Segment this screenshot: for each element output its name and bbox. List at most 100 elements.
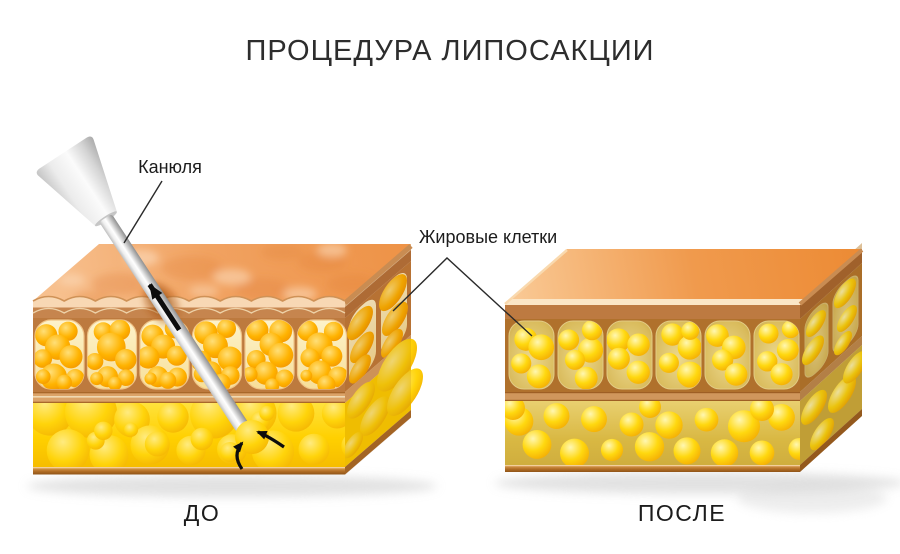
fat-ball bbox=[558, 329, 580, 351]
after-fat-cells-layer bbox=[508, 320, 800, 390]
fat-ball bbox=[770, 363, 793, 386]
before-fat-cells-layer bbox=[34, 319, 348, 390]
fat-ball bbox=[347, 381, 375, 419]
suction-direction-arrow bbox=[147, 283, 182, 332]
fat-ball bbox=[140, 346, 160, 369]
fat-ball bbox=[768, 403, 795, 431]
annotations: ПРОЦЕДУРА ЛИПОСАКЦИИ Канюля Жировые клет… bbox=[123, 35, 726, 526]
fat-ball bbox=[275, 369, 294, 388]
fat-cells-leader-line bbox=[392, 257, 533, 337]
side-dermis bbox=[345, 250, 411, 318]
fat-ball bbox=[673, 437, 701, 465]
fat-ball bbox=[834, 278, 856, 309]
fat-ball bbox=[837, 305, 857, 333]
fat-ball bbox=[560, 438, 589, 465]
epidermis-wavy-band bbox=[33, 296, 345, 308]
side-divider bbox=[800, 335, 862, 401]
after-front-face bbox=[505, 305, 800, 472]
fat-ball bbox=[317, 375, 336, 389]
fat-ball bbox=[382, 301, 408, 337]
fat-ball bbox=[144, 372, 157, 385]
before-block bbox=[32, 244, 423, 475]
fat-ball bbox=[757, 351, 778, 372]
fat-ball bbox=[526, 364, 551, 389]
after-skin-top bbox=[505, 249, 862, 305]
agitation-arrow bbox=[256, 430, 285, 449]
side-cell-balls bbox=[347, 274, 408, 384]
fat-ball bbox=[144, 431, 170, 457]
fat-ball bbox=[581, 406, 607, 433]
bottom-band-highlight bbox=[505, 465, 800, 467]
fat-ball bbox=[350, 331, 374, 364]
after-deep-fat-balls bbox=[505, 401, 800, 465]
fat-ball bbox=[677, 361, 701, 388]
fat-ball bbox=[117, 369, 135, 387]
bottom-band-highlight bbox=[33, 467, 345, 469]
fat-ball bbox=[245, 366, 258, 382]
fat-ball bbox=[581, 321, 603, 341]
divider-highlight bbox=[33, 396, 345, 398]
fat-ball bbox=[574, 366, 598, 389]
fat-ball bbox=[788, 437, 800, 461]
fat-ball bbox=[381, 328, 403, 358]
fat-ball bbox=[341, 436, 345, 456]
fat-cell-balls bbox=[87, 320, 137, 389]
fat-ball bbox=[124, 422, 139, 437]
fat-ball bbox=[87, 352, 104, 371]
side-cell-balls bbox=[802, 278, 857, 366]
fat-ball bbox=[159, 372, 177, 389]
fat-cell-balls bbox=[607, 328, 650, 384]
bottom-band bbox=[33, 467, 345, 475]
cannula-label: Канюля bbox=[138, 157, 202, 177]
fat-cell-balls bbox=[706, 324, 748, 386]
fat-cell-balls bbox=[511, 327, 554, 389]
divider-edge bbox=[505, 392, 800, 394]
fat-ball bbox=[810, 417, 834, 451]
fat-ball bbox=[377, 338, 417, 392]
cannula-leader-line bbox=[123, 180, 163, 244]
fat-ball bbox=[677, 335, 701, 360]
fat-ball bbox=[387, 368, 423, 416]
fat-ball bbox=[259, 405, 275, 421]
fat-ball bbox=[712, 349, 734, 371]
fat-ball bbox=[626, 360, 650, 384]
fat-ball bbox=[300, 369, 313, 382]
agitation-arrow bbox=[233, 441, 244, 470]
fat-cell-balls bbox=[757, 321, 799, 386]
fat-ball bbox=[217, 346, 242, 372]
fat-ball bbox=[59, 345, 83, 369]
fat-ball bbox=[522, 430, 552, 459]
fat-ball bbox=[543, 403, 570, 430]
fat-ball bbox=[505, 401, 525, 420]
fat-ball bbox=[607, 328, 631, 353]
fat-ball bbox=[56, 374, 72, 389]
page-title: ПРОЦЕДУРА ЛИПОСАКЦИИ bbox=[245, 35, 654, 67]
dermis-band bbox=[505, 305, 800, 319]
top-edge-border bbox=[798, 248, 864, 306]
fat-ball bbox=[806, 310, 826, 338]
side-bottom-band bbox=[345, 410, 411, 475]
side-deep-balls bbox=[343, 338, 423, 459]
fat-ball bbox=[217, 320, 237, 339]
fat-ball bbox=[600, 438, 624, 462]
cannula bbox=[36, 136, 248, 431]
fat-cell-balls bbox=[558, 321, 603, 389]
fat-ball bbox=[834, 331, 852, 356]
fat-ball bbox=[658, 352, 679, 373]
fat-ball bbox=[347, 305, 373, 341]
divider-edge bbox=[505, 399, 800, 401]
fat-ball bbox=[776, 339, 799, 361]
fat-ball bbox=[265, 378, 280, 389]
before-caption: ДО bbox=[184, 500, 220, 526]
fat-cell-balls bbox=[297, 320, 347, 389]
fat-cell-balls bbox=[245, 320, 294, 389]
fat-ball bbox=[828, 375, 856, 413]
fat-ball bbox=[724, 363, 748, 386]
after-caption: ПОСЛЕ bbox=[638, 500, 726, 526]
after-block bbox=[504, 242, 864, 472]
side-deep-balls bbox=[801, 351, 862, 451]
fat-ball bbox=[710, 439, 739, 465]
side-shading bbox=[800, 242, 862, 472]
